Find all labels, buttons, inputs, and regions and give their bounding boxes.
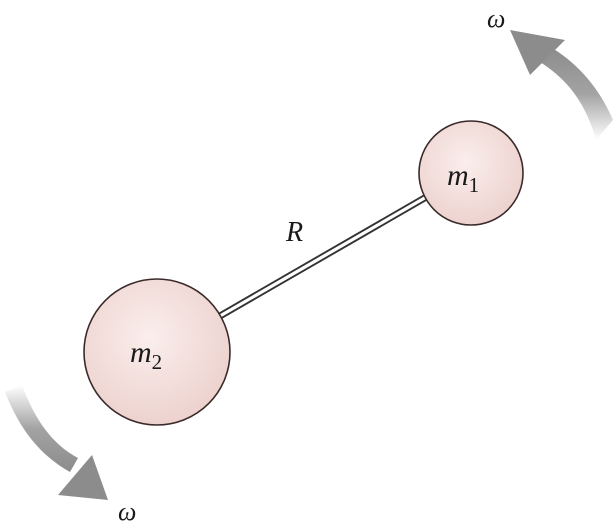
separation-label: R xyxy=(285,217,303,248)
mass-1-sphere xyxy=(418,120,524,226)
mass-2-label: m2 xyxy=(130,336,162,374)
omega-label-top: ω xyxy=(487,4,505,33)
connecting-rod xyxy=(218,192,430,320)
rotation-arrow-bottom-icon xyxy=(5,385,108,500)
rotation-arrow-top-icon xyxy=(510,30,613,140)
mass-2-sphere xyxy=(83,278,231,426)
omega-label-bottom: ω xyxy=(118,497,136,526)
mass-1-label: m1 xyxy=(447,159,479,197)
